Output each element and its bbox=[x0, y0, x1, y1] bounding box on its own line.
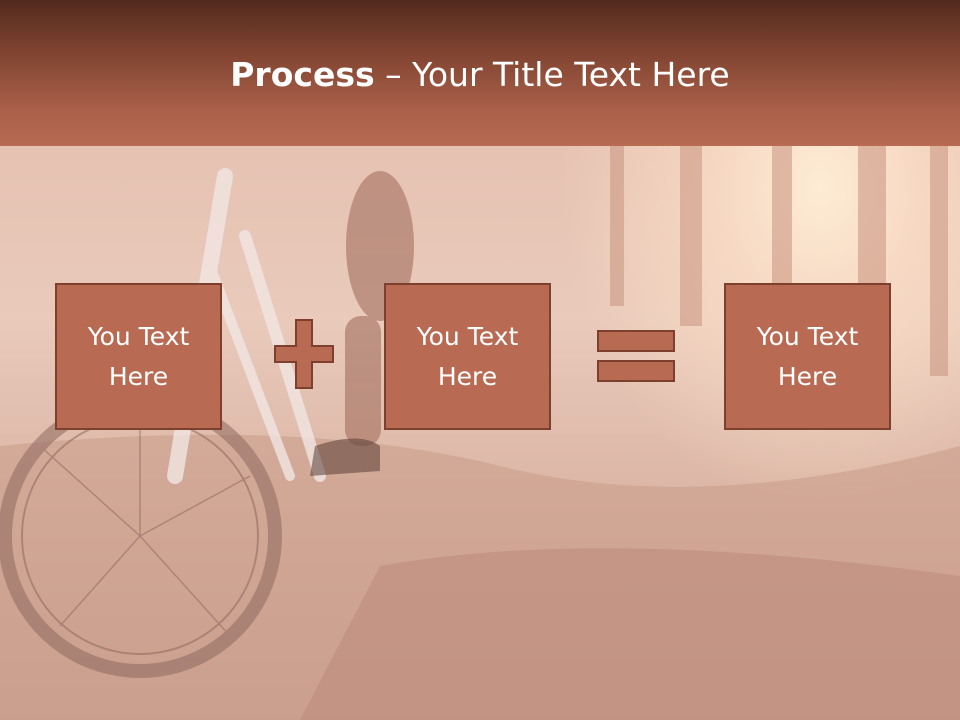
process-box-label: You Text Here bbox=[756, 321, 859, 391]
background-photo bbox=[0, 146, 960, 720]
process-box-3[interactable]: You Text Here bbox=[724, 283, 891, 430]
bicycle-trail-scene bbox=[0, 146, 960, 720]
plus-icon bbox=[274, 319, 334, 389]
title-bold: Process bbox=[230, 55, 375, 94]
slide-title: Process – Your Title Text Here bbox=[0, 52, 960, 98]
process-box-2[interactable]: You Text Here bbox=[384, 283, 551, 430]
title-band bbox=[0, 0, 960, 146]
process-box-1[interactable]: You Text Here bbox=[55, 283, 222, 430]
process-box-label: You Text Here bbox=[416, 321, 519, 391]
equals-icon bbox=[597, 330, 675, 382]
process-box-label: You Text Here bbox=[87, 321, 190, 391]
title-rest: – Your Title Text Here bbox=[374, 55, 730, 94]
